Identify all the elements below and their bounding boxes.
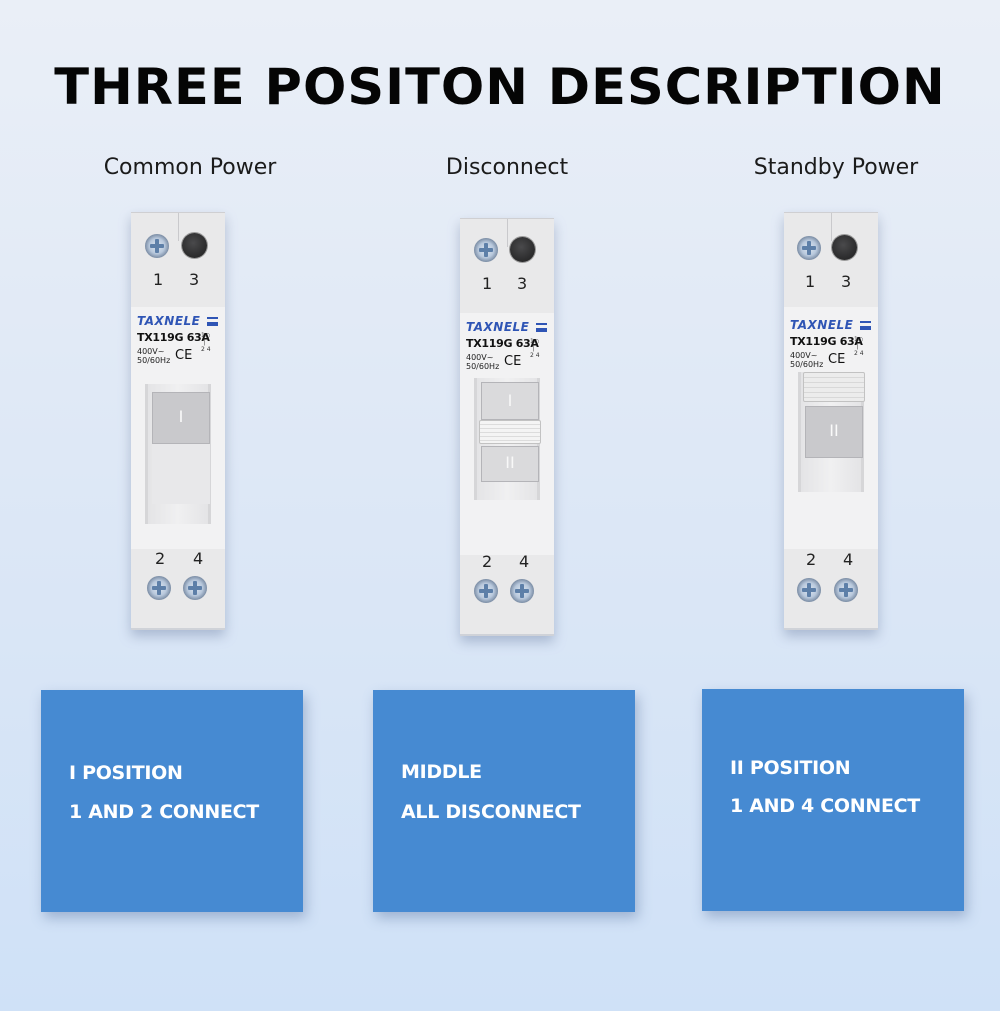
device-top-terminal-block (784, 212, 878, 307)
description-box-i-position: I POSITION 1 AND 2 CONNECT (41, 690, 303, 912)
box-heading: II POSITION (730, 757, 851, 779)
column-label-standby-power: Standby Power (753, 155, 919, 180)
screw-icon (834, 578, 858, 602)
terminal-label: 1 (482, 274, 493, 293)
ce-mark: CE (828, 352, 846, 367)
box-heading: MIDDLE (401, 761, 482, 783)
screw-icon (510, 579, 534, 603)
lever-window: I II (474, 378, 541, 500)
lever-window: I (145, 384, 211, 524)
switch-device-common-power: 1 3 TAXNELE TX119G 63A 400V~50/60Hz CE 1… (131, 212, 225, 630)
spec-label: 400V~50/60Hz (137, 347, 171, 365)
description-box-ii-position: II POSITION 1 AND 4 CONNECT (702, 689, 964, 911)
lever-window: II (798, 372, 865, 492)
box-detail: ALL DISCONNECT (401, 801, 581, 823)
terminal-hole-icon (510, 237, 535, 262)
lever-grip (803, 372, 865, 402)
device-bottom-terminal-block (131, 549, 225, 630)
screw-icon (147, 576, 171, 600)
terminal-label: 4 (843, 550, 854, 569)
terminal-label: 1 (805, 272, 816, 291)
terminal-label: 4 (519, 552, 530, 571)
lever-mark: I (178, 407, 184, 426)
schematic-icon: 1○ │2 4 (530, 338, 540, 359)
terminal-label: 3 (189, 270, 200, 289)
box-heading: I POSITION (69, 762, 183, 784)
terminal-hole-icon (832, 235, 857, 260)
column-label-common-power: Common Power (103, 155, 277, 180)
terminal-label: 3 (517, 274, 528, 293)
spec-label: 400V~50/60Hz (466, 353, 500, 371)
switch-lever[interactable] (479, 420, 541, 444)
model-label: TX119G 63A (137, 331, 210, 344)
lever-mark: II (829, 421, 839, 440)
brand-lines-icon (207, 317, 218, 326)
screw-icon (474, 579, 498, 603)
terminal-hole-icon (182, 233, 207, 258)
brand-logo: TAXNELE (466, 320, 530, 334)
switch-device-standby-power: 1 3 TAXNELE TX119G 63A 400V~50/60Hz CE 1… (784, 212, 878, 630)
terminal-label: 2 (155, 549, 166, 568)
brand-logo: TAXNELE (790, 318, 854, 332)
device-top-terminal-block (460, 218, 554, 313)
description-box-middle: MIDDLE ALL DISCONNECT (373, 690, 635, 912)
screw-icon (797, 578, 821, 602)
schematic-icon: 1○ │2 4 (854, 336, 864, 357)
ce-mark: CE (504, 354, 522, 369)
device-top-terminal-block (131, 212, 225, 307)
screw-icon (797, 236, 821, 260)
switch-lever[interactable]: II (805, 406, 863, 458)
model-label: TX119G 63A (790, 335, 863, 348)
lever-upper-panel: I (481, 382, 539, 420)
page-title: THREE POSITON DESCRIPTION (54, 58, 946, 116)
brand-lines-icon (536, 323, 547, 332)
terminal-label: 1 (153, 270, 164, 289)
box-detail: 1 AND 4 CONNECT (730, 795, 920, 817)
terminal-label: 3 (841, 272, 852, 291)
lever-mark: I (507, 391, 513, 410)
screw-icon (145, 234, 169, 258)
screw-icon (183, 576, 207, 600)
model-label: TX119G 63A (466, 337, 539, 350)
spec-label: 400V~50/60Hz (790, 351, 824, 369)
brand-logo: TAXNELE (137, 314, 201, 328)
column-label-disconnect: Disconnect (445, 155, 569, 180)
lever-mark: II (505, 453, 515, 472)
schematic-icon: 1○ │2 4 (201, 332, 211, 353)
screw-icon (474, 238, 498, 262)
terminal-label: 2 (806, 550, 817, 569)
box-detail: 1 AND 2 CONNECT (69, 801, 259, 823)
ce-mark: CE (175, 348, 193, 363)
lever-lower-panel: II (481, 446, 539, 482)
lever-shadow (152, 444, 210, 504)
terminal-label: 2 (482, 552, 493, 571)
switch-device-disconnect: 1 3 TAXNELE TX119G 63A 400V~50/60Hz CE 1… (460, 218, 554, 636)
terminal-label: 4 (193, 549, 204, 568)
switch-lever[interactable]: I (152, 392, 210, 444)
brand-lines-icon (860, 321, 871, 330)
